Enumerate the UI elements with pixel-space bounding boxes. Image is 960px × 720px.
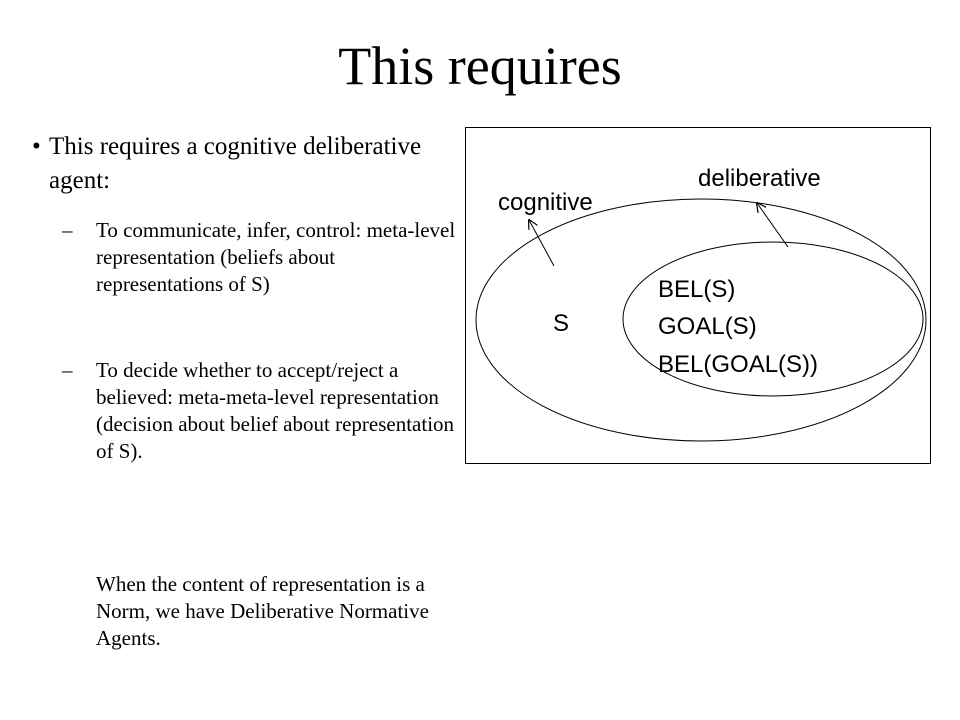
sub-bullet-text: To communicate, infer, control: meta-lev…: [96, 218, 456, 296]
sub-bullet-communicate: – To communicate, infer, control: meta-l…: [62, 217, 462, 298]
bel-s-label: BEL(S): [658, 276, 736, 303]
main-bullet: • This requires a cognitive deliberative…: [32, 130, 452, 198]
s-label: S: [553, 310, 570, 337]
cognitive-ellipse: [475, 198, 927, 442]
cognitive-pointer-arrow: [529, 220, 555, 267]
slide-title: This requires: [338, 36, 622, 96]
diagram-shapes: [465, 127, 931, 464]
main-bullet-text: This requires a cognitive deliberative a…: [49, 133, 422, 194]
bel-goal-s-label: BEL(GOAL(S)): [658, 351, 819, 378]
sub-bullet-marker: –: [62, 358, 73, 382]
goal-s-label: GOAL(S): [658, 313, 757, 340]
sub-bullet-marker: –: [62, 218, 73, 242]
normative-note: When the content of representation is a …: [96, 572, 429, 650]
sub-bullet-decide: – To decide whether to accept/reject a b…: [62, 357, 462, 465]
diagram-frame: [465, 127, 931, 464]
sub-bullet-text: To decide whether to accept/reject a bel…: [96, 358, 455, 463]
deliberative-pointer-arrow: [757, 203, 789, 248]
cognitive-label: cognitive: [498, 189, 593, 216]
deliberative-label: deliberative: [698, 165, 821, 192]
agent-diagram: deliberative cognitive S BEL(S) GOAL(S) …: [465, 127, 931, 464]
bullet-marker: •: [32, 133, 41, 160]
deliberative-ellipse: [622, 241, 924, 397]
